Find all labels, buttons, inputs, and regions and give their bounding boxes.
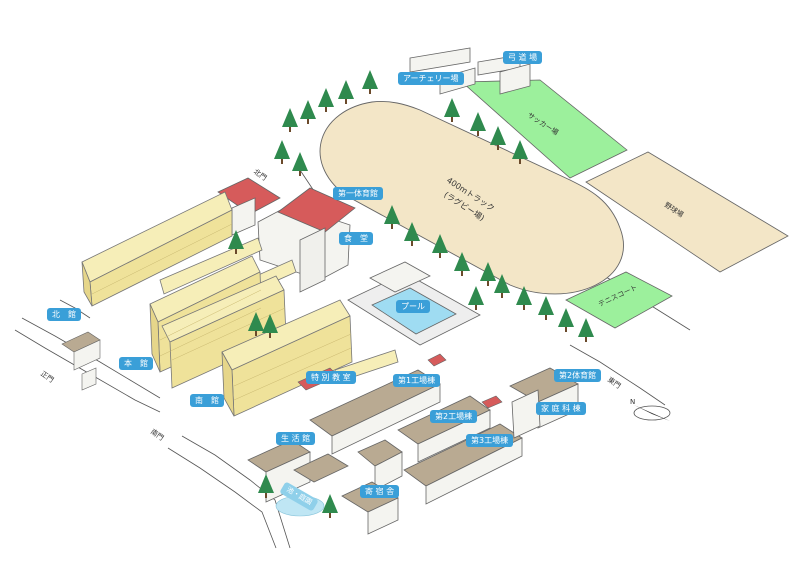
label-south: 南 館 <box>190 394 224 407</box>
label-dorm: 寄 宿 舎 <box>360 485 400 498</box>
tree-icon <box>454 252 470 276</box>
tree-icon <box>292 152 308 176</box>
baseball-field <box>585 151 789 273</box>
tree-icon <box>228 230 244 254</box>
tree-icon <box>494 274 510 298</box>
label-shop3: 第3工場棟 <box>466 434 514 447</box>
label-gym1: 第一体育館 <box>333 187 383 200</box>
tree-icon <box>404 222 420 246</box>
pool-building <box>369 261 431 293</box>
tree-icon <box>444 98 460 122</box>
label-archery: アーチェリー場 <box>398 72 464 85</box>
label-north: 北 館 <box>47 308 81 321</box>
tree-icon <box>384 205 400 229</box>
tree-icon <box>300 100 316 124</box>
tree-icon <box>362 70 378 94</box>
label-gym2: 第2体育館 <box>554 369 602 382</box>
label-shop1: 第1工場棟 <box>393 374 441 387</box>
window-lines <box>91 223 352 401</box>
tree-icon <box>258 474 274 498</box>
tree-icon <box>558 308 574 332</box>
tree-icon <box>282 108 298 132</box>
tree-icon <box>338 80 354 104</box>
label-shop2: 第2工場棟 <box>430 410 478 423</box>
label-pool: プール <box>396 300 430 313</box>
label-special: 特 別 教 室 <box>306 371 356 384</box>
label-cafeteria: 食 堂 <box>339 232 373 245</box>
main-gate-post <box>81 367 97 391</box>
tree-icon <box>432 234 448 258</box>
tree-icon <box>578 318 594 342</box>
tree-icon <box>274 140 290 164</box>
tree-icon <box>248 312 264 336</box>
tree-icon <box>262 314 278 338</box>
track-400m <box>319 101 624 295</box>
tree-icon <box>470 112 486 136</box>
tree-icon <box>322 494 338 518</box>
cafeteria-wall <box>299 227 326 293</box>
tree-icon <box>512 140 528 164</box>
tree-icon <box>490 126 506 150</box>
gym1-roof <box>277 187 356 233</box>
tree-icon <box>516 286 532 310</box>
compass-icon: N <box>630 398 671 421</box>
tennis-court <box>565 271 673 329</box>
tree-icon <box>468 286 484 310</box>
label-homeec: 家 庭 科 棟 <box>536 402 586 415</box>
svg-text:N: N <box>630 398 635 406</box>
tree-icon <box>318 88 334 112</box>
small-red-roof-2 <box>481 395 503 409</box>
tree-icon <box>538 296 554 320</box>
tree-icon <box>480 262 496 286</box>
small-red-roof <box>427 353 447 367</box>
label-main: 本 館 <box>119 357 153 370</box>
label-life: 生 活 館 <box>276 432 316 445</box>
trees <box>228 70 594 518</box>
label-kyudojo: 弓 道 場 <box>503 51 543 64</box>
